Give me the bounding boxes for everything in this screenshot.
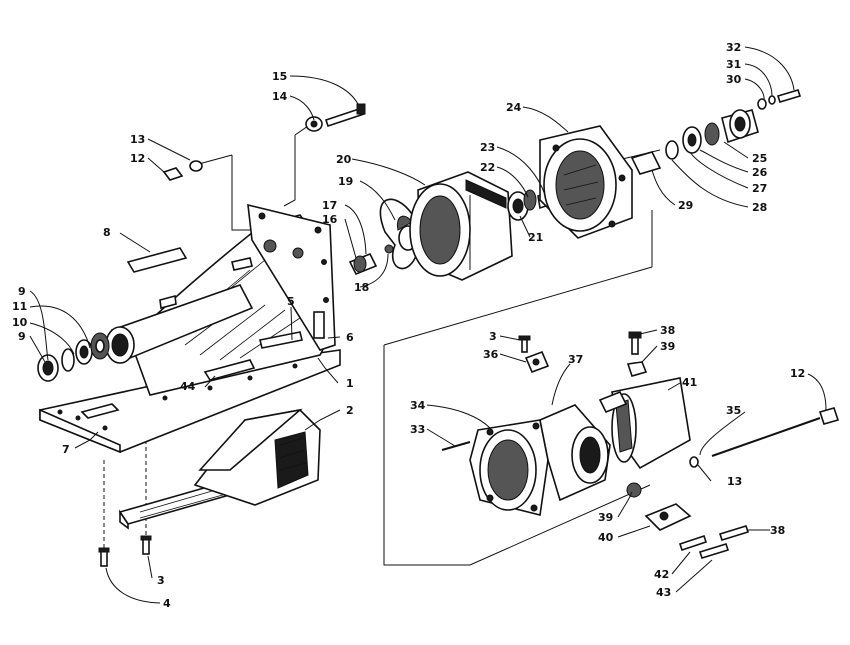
- callout-1: 1: [346, 377, 354, 390]
- callout-16: 16: [322, 213, 338, 226]
- callout-40: 40: [598, 531, 614, 544]
- wear-ring-housing: [409, 171, 513, 281]
- bolt-14-15: [162, 103, 366, 181]
- callout-27: 27: [752, 182, 767, 195]
- callout-38: 38: [770, 524, 785, 537]
- rear-bearing-stack: [630, 89, 802, 175]
- callout-42: 42: [654, 568, 669, 581]
- callout-9: 9: [18, 330, 26, 343]
- nozzle-assembly: [441, 335, 611, 516]
- callout-13: 13: [130, 133, 145, 146]
- callout-18: 18: [354, 281, 369, 294]
- callout-10: 10: [12, 316, 28, 329]
- callout-24: 24: [506, 101, 522, 114]
- callout-4: 4: [163, 597, 171, 610]
- callout-39: 39: [660, 340, 675, 353]
- callout-34: 34: [410, 399, 426, 412]
- callout-22: 22: [480, 161, 495, 174]
- callout-6: 6: [346, 331, 354, 344]
- callout-35: 35: [726, 404, 741, 417]
- callout-37: 37: [568, 353, 583, 366]
- callout-38: 38: [660, 324, 675, 337]
- callout-44: 44: [180, 380, 196, 393]
- callout-12: 12: [790, 367, 805, 380]
- callout-39: 39: [598, 511, 613, 524]
- callout-8: 8: [103, 226, 111, 239]
- callout-41: 41: [682, 376, 697, 389]
- callout-17: 17: [322, 199, 337, 212]
- callout-9: 9: [18, 285, 26, 298]
- steering-nozzle: [598, 331, 840, 559]
- callout-19: 19: [338, 175, 353, 188]
- callout-15: 15: [272, 70, 287, 83]
- callout-2: 2: [346, 404, 354, 417]
- callout-5: 5: [287, 295, 295, 308]
- callout-26: 26: [752, 166, 768, 179]
- callout-23: 23: [480, 141, 495, 154]
- callout-7: 7: [62, 443, 70, 456]
- front-seal-stack: [37, 332, 110, 382]
- callout-12: 12: [130, 152, 145, 165]
- stator-housing: [539, 125, 633, 239]
- callout-30: 30: [726, 73, 742, 86]
- callout-28: 28: [752, 201, 767, 214]
- callout-29: 29: [678, 199, 693, 212]
- callout-36: 36: [483, 348, 499, 361]
- intake-housing: [39, 203, 341, 454]
- intake-grate: [118, 408, 321, 530]
- callout-14: 14: [272, 90, 288, 103]
- leader-lines: [29, 46, 827, 604]
- callout-labels: 1 2 3 3 4 5 6 7 8 9 9 10 11 12 12 13 13 …: [12, 41, 805, 610]
- callout-11: 11: [12, 300, 27, 313]
- screws-3-4: [98, 535, 152, 567]
- callout-31: 31: [726, 58, 741, 71]
- callout-43: 43: [656, 586, 671, 599]
- callout-3: 3: [157, 574, 165, 587]
- callout-33: 33: [410, 423, 425, 436]
- callout-20: 20: [336, 153, 352, 166]
- callout-3: 3: [489, 330, 497, 343]
- callout-32: 32: [726, 41, 741, 54]
- callout-25: 25: [752, 152, 767, 165]
- callout-21: 21: [528, 231, 543, 244]
- callout-13: 13: [727, 475, 742, 488]
